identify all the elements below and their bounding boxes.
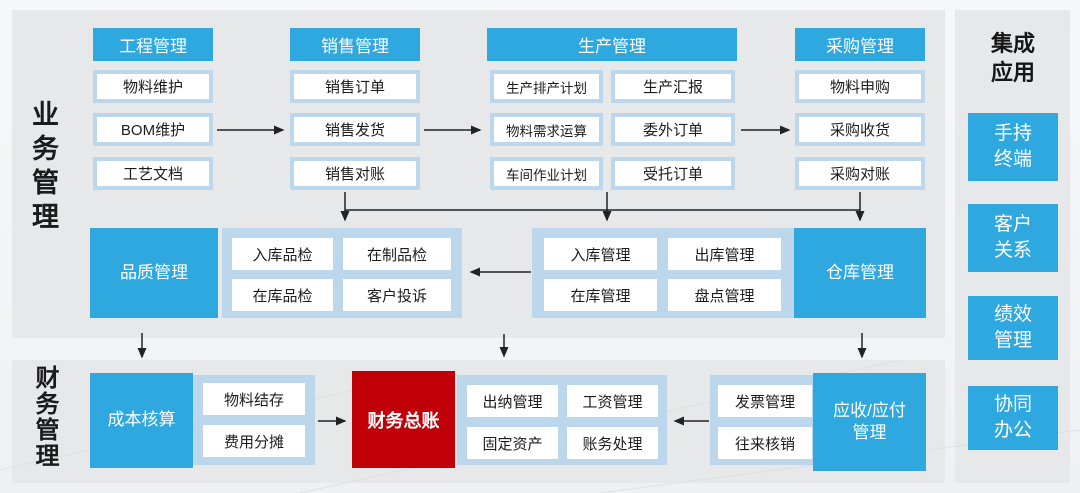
procurement-item: 物料申购 (795, 70, 925, 103)
sales-item: 销售订单 (290, 70, 420, 103)
engineering-item: BOM维护 (93, 113, 213, 146)
integration-app: 绩效管理 (968, 296, 1058, 360)
production-item: 委外订单 (611, 113, 735, 146)
quality-item: 入库品检 (232, 238, 333, 270)
production-item: 生产汇报 (611, 70, 735, 103)
sales-item: 销售对账 (290, 157, 420, 190)
receivable-item: 往来核销 (718, 427, 812, 459)
integration-app: 协同办公 (968, 386, 1058, 450)
procurement-header: 采购管理 (795, 28, 925, 61)
sales-item: 销售发货 (290, 113, 420, 146)
warehouse-item: 出库管理 (668, 238, 781, 270)
quality-item: 客户投诉 (343, 279, 451, 311)
warehouse-item: 入库管理 (544, 238, 657, 270)
procurement-item: 采购对账 (795, 157, 925, 190)
accounting-item: 工资管理 (567, 385, 658, 417)
receivable-title-box: 应收/应付管理 (813, 373, 926, 471)
receivable-item: 发票管理 (718, 385, 812, 417)
production-header: 生产管理 (487, 28, 737, 61)
cost-title-box: 成本核算 (90, 373, 193, 468)
integration-app: 手持终端 (968, 113, 1058, 181)
production-item: 生产排产计划 (490, 70, 603, 103)
warehouse-title-box: 仓库管理 (794, 228, 926, 318)
business-section-label: 业务管理 (28, 100, 58, 236)
warehouse-item: 盘点管理 (668, 279, 781, 311)
engineering-item: 工艺文档 (93, 157, 213, 190)
quality-item: 在库品检 (232, 279, 333, 311)
integration-title: 集成应用 (990, 31, 1035, 85)
sales-header: 销售管理 (290, 28, 420, 61)
accounting-item: 固定资产 (467, 427, 558, 459)
quality-item: 在制品检 (343, 238, 451, 270)
warehouse-item: 在库管理 (544, 279, 657, 311)
general-ledger-box: 财务总账 (352, 371, 455, 468)
quality-title-box: 品质管理 (90, 228, 218, 318)
procurement-item: 采购收货 (795, 113, 925, 146)
engineering-header: 工程管理 (93, 28, 213, 61)
engineering-item: 物料维护 (93, 70, 213, 103)
cost-item: 物料结存 (203, 383, 305, 415)
production-item: 物料需求运算 (490, 113, 603, 146)
accounting-item: 账务处理 (567, 427, 658, 459)
accounting-item: 出纳管理 (467, 385, 558, 417)
production-item: 车间作业计划 (490, 157, 603, 190)
cost-item: 费用分摊 (203, 425, 305, 457)
integration-app: 客户关系 (968, 204, 1058, 272)
finance-section-label: 财务管理 (31, 365, 58, 469)
production-item: 受托订单 (611, 157, 735, 190)
